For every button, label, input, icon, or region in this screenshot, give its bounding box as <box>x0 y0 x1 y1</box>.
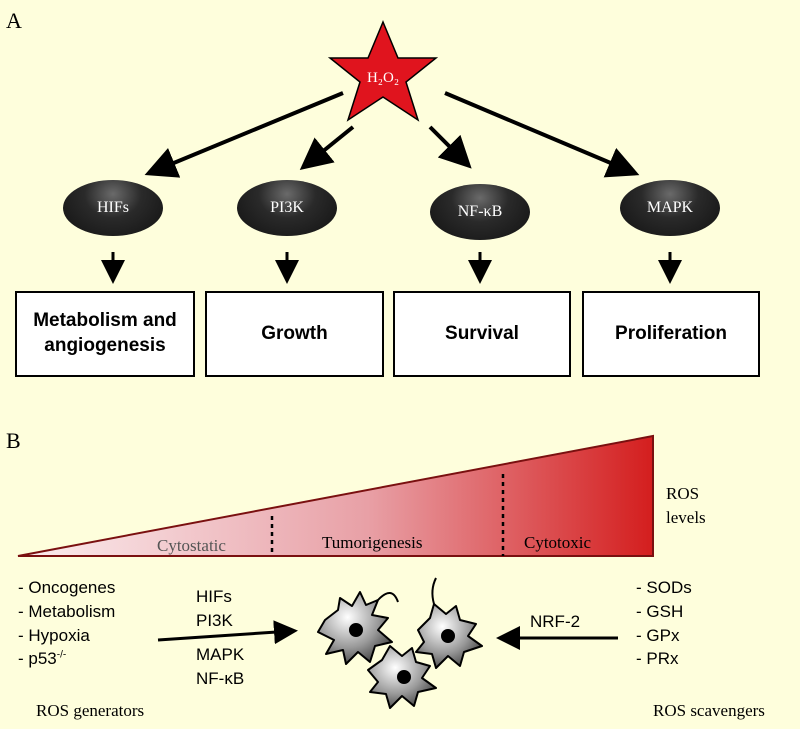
box-proliferation: Proliferation <box>582 291 760 377</box>
generators-caption: ROS generators <box>36 701 145 720</box>
pathway-item: MAPK <box>196 645 245 664</box>
scavenger-item: - GPx <box>636 625 680 645</box>
node-pi3k: PI3K <box>237 180 337 236</box>
box-survival: Survival <box>393 291 571 377</box>
tumor-cell-nucleus <box>441 629 455 643</box>
generator-item: - Metabolism <box>18 601 116 621</box>
node-mapk: MAPK <box>620 180 720 236</box>
scavenger-item: - PRx <box>636 649 679 669</box>
pathways-top: HIFs PI3K <box>196 585 233 633</box>
generator-item-p53: - p53-/- <box>18 649 67 669</box>
panel-a-label: A <box>6 8 22 33</box>
pathway-item: PI3K <box>196 610 233 630</box>
pathways-bottom: MAPK NF-κB <box>196 643 244 691</box>
scavengers-list: - SODs - GSH - GPx - PRx <box>636 576 692 671</box>
p53-superscript: -/- <box>56 649 67 661</box>
scavenger-item: - GSH <box>636 601 684 621</box>
arrow-star-hifs <box>144 91 344 178</box>
ros-levels-label: ROS levels <box>666 484 706 527</box>
box-metabolism: Metabolism and angiogenesis <box>15 291 195 377</box>
generator-item: - Oncogenes <box>18 578 116 597</box>
zone-cytotoxic: Cytotoxic <box>524 533 592 552</box>
node-hifs: HIFs <box>63 180 163 236</box>
tumor-cell-nucleus <box>397 670 411 684</box>
ros-gradient-wedge <box>17 434 654 557</box>
pathway-item: HIFs <box>196 587 232 606</box>
node-nfkb: NF-κB <box>430 184 530 240</box>
scavengers-caption: ROS scavengers <box>653 701 765 720</box>
pathway-item: NF-κB <box>196 668 245 688</box>
h2o2-label: H₂O₂ <box>366 70 400 86</box>
generators-list: - Oncogenes - Metabolism - Hypoxia - p53… <box>18 576 115 671</box>
arrow-star-pi3k <box>299 125 355 171</box>
arrow-generators-cells <box>157 620 298 645</box>
scavenger-item: - SODs <box>636 578 692 597</box>
tumor-cell-nucleus <box>349 623 363 637</box>
generator-item: - Hypoxia <box>18 625 90 645</box>
h2o2-star-shape <box>327 20 439 122</box>
panel-b-label: B <box>6 428 21 453</box>
nrf2-label: NRF-2 <box>530 612 581 631</box>
arrow-star-mapk <box>444 91 640 178</box>
zone-tumorigenesis: Tumorigenesis <box>322 533 423 552</box>
arrow-star-nfkb <box>428 125 472 169</box>
tumor-cells-illustration <box>317 577 483 709</box>
box-growth: Growth <box>205 291 384 377</box>
zone-cytostatic: Cytostatic <box>157 536 226 555</box>
